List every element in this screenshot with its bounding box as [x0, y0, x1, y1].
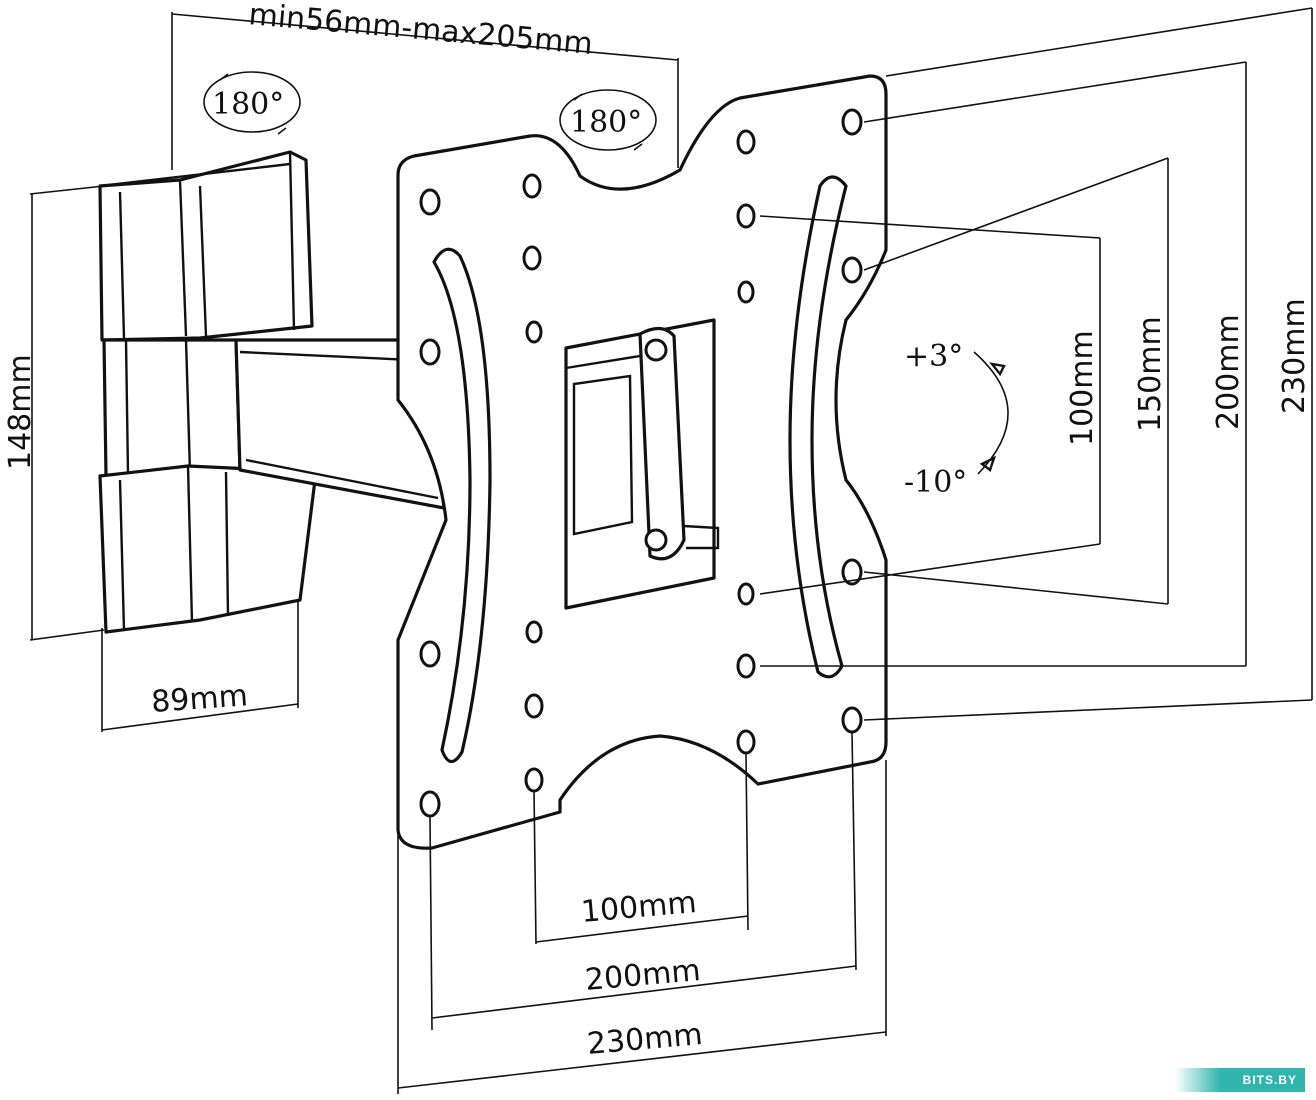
wall-bracket	[98, 150, 446, 634]
tilt-down-label: -10°	[904, 465, 967, 500]
mounting-holes	[419, 108, 863, 818]
vesa-v-100-label: 100mm	[1065, 330, 1100, 446]
tilt-up-label: +3°	[904, 339, 963, 374]
swivel-right-label: 180°	[570, 105, 642, 140]
tilt-indicator: +3° -10°	[904, 339, 1009, 500]
vesa-h-100-label: 100mm	[580, 885, 698, 930]
vesa-v-200-label: 200mm	[1211, 314, 1246, 430]
vesa-v-150-label: 150mm	[1133, 316, 1168, 432]
vesa-plate	[396, 74, 888, 850]
vesa-h-200-label: 200mm	[584, 953, 702, 998]
swivel-right-indicator: 180°	[559, 89, 657, 151]
wall-plate-width-label: 89mm	[150, 678, 249, 720]
watermark-badge: BITS.BY	[1175, 1068, 1305, 1092]
vesa-vertical-dimensions: 100mm 150mm 200mm 230mm	[759, 7, 1313, 721]
wall-plate-height-label: 148mm	[3, 354, 38, 470]
swivel-left-label: 180°	[212, 87, 284, 122]
arm-extension-dimension: min56mm-max205mm	[171, 0, 679, 170]
swivel-left-indicator: 180°	[203, 71, 301, 135]
wall-plate-width-dimension: 89mm	[101, 600, 299, 732]
vesa-v-230-label: 230mm	[1277, 298, 1312, 414]
arm-extension-label: min56mm-max205mm	[247, 0, 594, 62]
wall-plate-height-dimension: 148mm	[3, 185, 105, 641]
